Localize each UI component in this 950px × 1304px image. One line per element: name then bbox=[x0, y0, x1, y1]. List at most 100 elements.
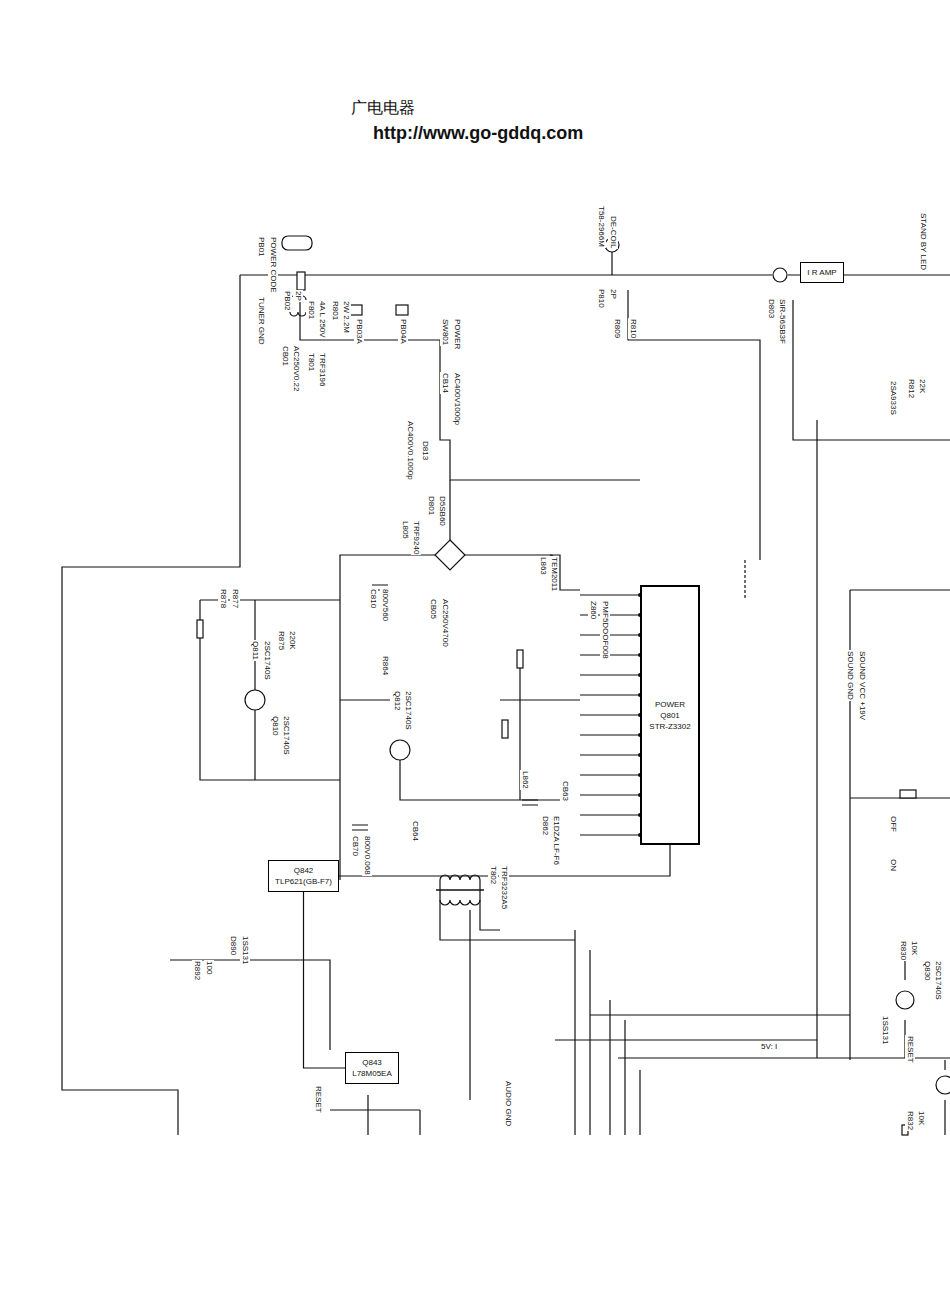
component-label: R878 bbox=[218, 588, 228, 609]
component-label: AUDIO GND bbox=[503, 1080, 513, 1127]
node-text: L78M05EA bbox=[352, 1068, 392, 1079]
resistor-symbol bbox=[197, 620, 203, 638]
component-label: 100 bbox=[204, 960, 214, 975]
component-label: SIR-56SB3F bbox=[777, 298, 787, 345]
component-label: 2W 2.2M bbox=[341, 300, 351, 334]
component-label: SW801 bbox=[440, 318, 450, 346]
wire bbox=[300, 290, 640, 480]
component-label: Q811 bbox=[250, 640, 260, 661]
component-label: D890 bbox=[228, 935, 238, 956]
wire bbox=[170, 960, 420, 1135]
led-symbol bbox=[773, 268, 787, 282]
component-label: R832 bbox=[905, 1110, 915, 1131]
header-text: 广电电器 bbox=[350, 98, 416, 118]
component-label: RESET bbox=[905, 1035, 915, 1064]
wire-connector bbox=[304, 892, 346, 1068]
component-label: 2SC1740S bbox=[933, 960, 943, 1001]
component-label: E1DZA LF-F6 bbox=[551, 815, 561, 866]
component-label: 22K bbox=[917, 378, 927, 394]
component-label: R810 bbox=[628, 318, 638, 339]
transistor-symbol bbox=[896, 991, 914, 1009]
url-text: http://www.go-gddq.com bbox=[372, 122, 584, 144]
photocoupler-box: Q842TLP621(GB-F7) bbox=[268, 860, 339, 892]
wire bbox=[575, 930, 640, 1135]
transistor-symbol bbox=[936, 1076, 950, 1094]
component-label: R864 bbox=[380, 655, 390, 676]
component-label: DE-COIL bbox=[608, 215, 618, 249]
resistor-symbol bbox=[502, 720, 508, 738]
component-label: D803 bbox=[766, 298, 776, 319]
relay-link bbox=[744, 560, 745, 600]
transistor-symbol bbox=[245, 690, 265, 710]
component-label: SOUND GND bbox=[845, 650, 855, 701]
node-text: Q842 bbox=[294, 865, 314, 876]
wire bbox=[555, 1015, 950, 1058]
fuse-symbol bbox=[297, 272, 305, 290]
component-label: RESET bbox=[313, 1085, 323, 1114]
component-label: AC400V0.1000p bbox=[405, 420, 415, 481]
component-label: AC400V1000p bbox=[452, 372, 462, 426]
switch-symbol bbox=[900, 790, 916, 798]
bridge-rectifier bbox=[435, 540, 465, 570]
component-label: D813 bbox=[420, 440, 430, 461]
component-label: 800V560 bbox=[380, 588, 390, 622]
component-label: PB03A bbox=[354, 318, 364, 345]
component-label: P810 bbox=[596, 288, 606, 309]
component-label: AC250V0.22 bbox=[291, 345, 301, 392]
component-label: 10K bbox=[909, 940, 919, 956]
component-label: 5V: I bbox=[760, 1042, 778, 1052]
wire bbox=[905, 945, 945, 1135]
component-label: 2P bbox=[293, 290, 303, 302]
component-label: CB05 bbox=[428, 598, 438, 620]
component-label: F801 bbox=[306, 300, 316, 320]
node-text: STR-Z3302 bbox=[649, 721, 690, 732]
component-label: 2SA933S bbox=[888, 380, 898, 416]
component-label: 2P bbox=[608, 288, 618, 300]
transformer-core bbox=[436, 889, 484, 891]
wire bbox=[816, 420, 817, 1058]
component-label: TEM2011 bbox=[549, 556, 559, 592]
component-label: STAND BY LED bbox=[918, 212, 928, 271]
node-text: POWER bbox=[655, 699, 685, 710]
ic-box: POWERQ801STR-Z3302 bbox=[640, 585, 700, 845]
wire bbox=[612, 250, 760, 560]
component-label: 1SS131 bbox=[240, 935, 250, 965]
component-label: R875 bbox=[276, 630, 286, 651]
component-label: R812 bbox=[906, 378, 916, 399]
wire bbox=[850, 590, 950, 1060]
component-label: PB04A bbox=[398, 318, 408, 345]
component-label: 2SC1740S bbox=[262, 640, 272, 681]
component-label: CB14 bbox=[440, 372, 450, 394]
component-label: TRF3232A5 bbox=[499, 865, 509, 910]
regulator-box: Q843L78M05EA bbox=[345, 1052, 399, 1084]
component-label: 220K bbox=[287, 630, 297, 651]
component-label: 1SS131 bbox=[880, 1015, 890, 1045]
component-label: PMF5DOOF008 bbox=[600, 600, 610, 660]
connector-symbol bbox=[396, 305, 408, 315]
wire bbox=[340, 650, 580, 800]
component-label: R892 bbox=[192, 960, 202, 981]
component-label: PB02 bbox=[282, 290, 292, 312]
node-text: Q843 bbox=[362, 1057, 382, 1068]
component-label: 4A L 250V bbox=[317, 300, 327, 339]
component-label: POWER bbox=[452, 318, 462, 350]
wire bbox=[200, 600, 340, 780]
component-label: CB01 bbox=[280, 345, 290, 367]
component-label: T58-2966M bbox=[596, 205, 606, 248]
component-label: Q812 bbox=[392, 690, 402, 712]
component-label: L863 bbox=[538, 556, 548, 576]
component-label: R830 bbox=[898, 940, 908, 961]
component-label: T801 bbox=[306, 352, 316, 372]
component-label: D5SB60 bbox=[437, 495, 447, 527]
component-label: TUNER GND bbox=[256, 296, 266, 346]
wire bbox=[62, 275, 240, 1135]
component-label: Q810 bbox=[270, 715, 280, 737]
component-label: R809 bbox=[612, 318, 622, 339]
component-label: R801 bbox=[330, 300, 340, 321]
component-label: AC250V4700 bbox=[440, 598, 450, 648]
component-label: TRF3196 bbox=[317, 352, 327, 387]
component-label: CB70 bbox=[350, 835, 360, 857]
amp-box: I R AMP bbox=[800, 262, 844, 283]
